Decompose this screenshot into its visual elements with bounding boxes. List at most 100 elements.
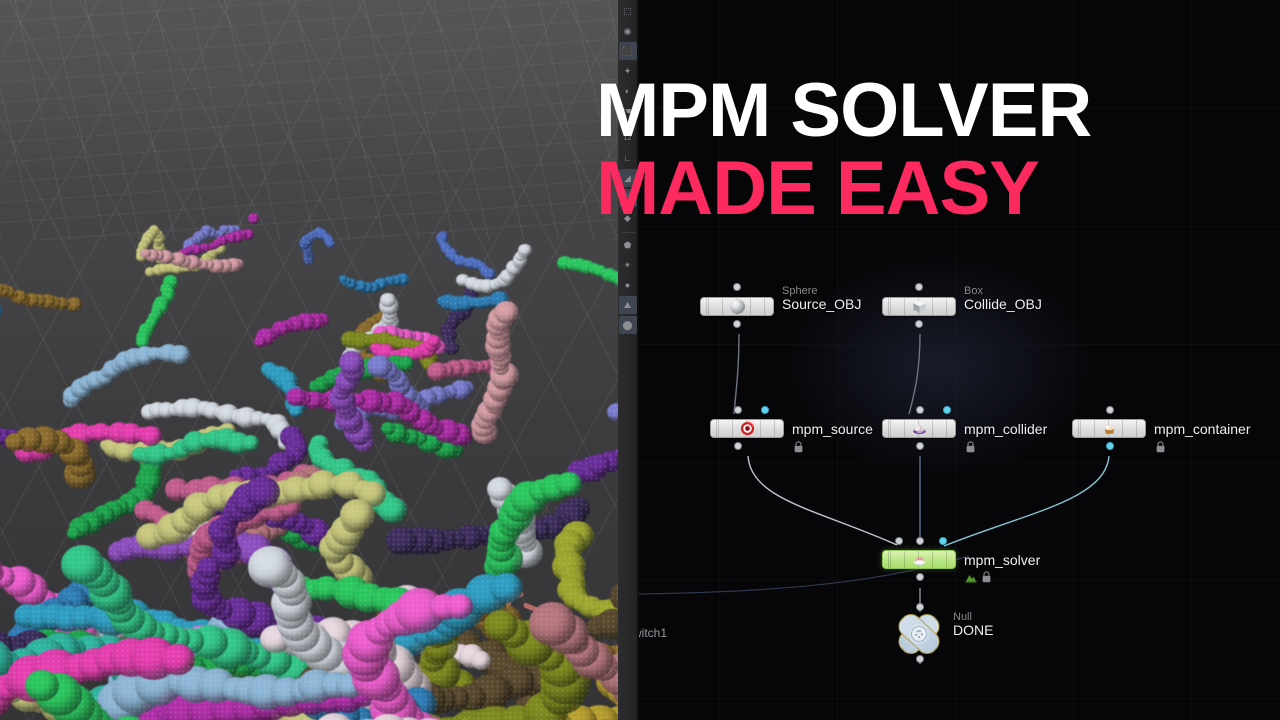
node-input-dot[interactable] [916,603,924,611]
node-input-dot[interactable] [733,283,741,291]
particle-blob [517,243,532,257]
particle-blob [207,243,216,251]
toolbar-node-join-icon[interactable]: ✴ [623,259,632,270]
node-output-dot[interactable] [734,442,742,450]
particle-blob [555,472,583,497]
particle-blob [199,243,210,253]
particle-blob [170,262,184,275]
particle-blob [594,264,607,277]
particle-blob [374,278,387,290]
particle-blob [224,224,237,236]
node-name-label: Source_OBJ [782,296,862,312]
node-body[interactable] [882,297,956,316]
particle-blob [0,284,11,298]
particle-blob [161,644,195,676]
node-input-dot[interactable] [916,406,924,414]
particle-blob [315,229,328,240]
toolbar-geometry-icon[interactable]: ⬟ [623,239,632,250]
toolbar-separator [620,232,635,233]
title-line-2: MADE EASY [596,146,1040,231]
toolbar-image-icon[interactable]: ⛰ [618,296,637,314]
toolbar-lookat-icon[interactable]: ◉ [623,25,632,36]
node-input-dot-0[interactable] [895,537,903,545]
node-done-null[interactable]: Null DONE [893,603,993,663]
3d-viewport[interactable] [0,0,618,720]
node-name-label: mpm_container [1154,421,1251,437]
particle-blob [339,499,375,532]
node-output-dot[interactable] [915,320,923,328]
node-input-dot[interactable] [734,406,742,414]
node-input-dot[interactable] [915,283,923,291]
particle-blob [189,244,202,256]
particle-blob [230,231,243,243]
mpm-collider-icon [912,421,927,436]
particle-blob [444,341,459,356]
node-output-dot[interactable] [916,442,924,450]
node-mpm-container[interactable]: mpm_container [1072,406,1251,453]
particle-blob [219,225,230,235]
node-body[interactable] [1072,419,1146,438]
node-mpm-solver[interactable]: mpm_solver [882,537,1040,583]
particle-blob [357,388,383,413]
node-mpm-source[interactable]: mpm_source [710,406,873,453]
node-output-dot[interactable] [1106,442,1114,450]
particle-blob [383,275,396,287]
particle-blob [254,336,266,348]
particle-blob [67,526,82,540]
viewport-grid-far [0,0,618,240]
particle-blob [242,435,259,452]
particle-blob [446,593,474,619]
node-label: Box Collide_OBJ [964,286,1042,312]
node-input-dot-1[interactable] [916,537,924,545]
node-input-dot[interactable] [1106,406,1114,414]
toolbar-select-icon[interactable]: ⬚ [623,5,632,16]
particle-blob [169,344,191,365]
node-label: Sphere Source_OBJ [782,286,861,312]
node-mpm-collider[interactable]: mpm_collider [882,406,1047,453]
toolbar-camera-icon[interactable]: ⬛ [618,42,637,60]
node-source-obj[interactable]: Sphere Source_OBJ [700,283,861,328]
particle-blob [614,273,618,288]
sphere-icon [729,299,745,314]
particle-blob [493,300,520,325]
node-body[interactable] [710,419,784,438]
node-badges [965,441,976,453]
particle-blob [0,426,1,442]
lock-icon [982,571,991,583]
node-body[interactable] [882,550,956,569]
particle-blob [529,602,577,646]
title-overlay: MPM SOLVER MADE EASY [596,72,1236,228]
node-label: mpm_container [1154,422,1251,437]
particle-blob [244,475,280,509]
particle-blob [197,556,221,579]
particle-blob [397,355,415,372]
node-input-dot-2[interactable] [939,537,947,545]
node-output-dot[interactable] [916,573,924,581]
node-output-dot[interactable] [916,655,924,663]
node-name-label: mpm_source [792,421,873,437]
particle-blob [326,240,336,249]
particle-blob [0,302,2,315]
particle-blob [339,275,347,284]
node-badges [1155,441,1166,453]
particle-blob [366,281,380,294]
lock-icon [966,441,975,453]
node-output-dot[interactable] [733,320,741,328]
null-core-gear-icon [911,626,927,642]
particle-blob [65,296,83,313]
null-star-icon[interactable] [893,609,945,659]
toolbar-pin-marker-icon[interactable]: ⬤ [618,316,637,334]
particle-blob [144,267,156,277]
node-body[interactable] [882,419,956,438]
particle-blob [241,228,254,241]
node-display-flag[interactable] [761,406,769,414]
particle-blob [587,454,610,476]
particle-blob [196,259,209,271]
toolbar-circle-solid-icon[interactable]: ● [624,279,631,290]
node-body[interactable] [700,297,774,316]
particle-blob [427,335,441,347]
node-collide-obj[interactable]: Box Collide_OBJ [882,283,1042,328]
export-badge-icon [965,575,977,583]
node-display-flag[interactable] [943,406,951,414]
mpm-container-icon [1102,421,1117,436]
